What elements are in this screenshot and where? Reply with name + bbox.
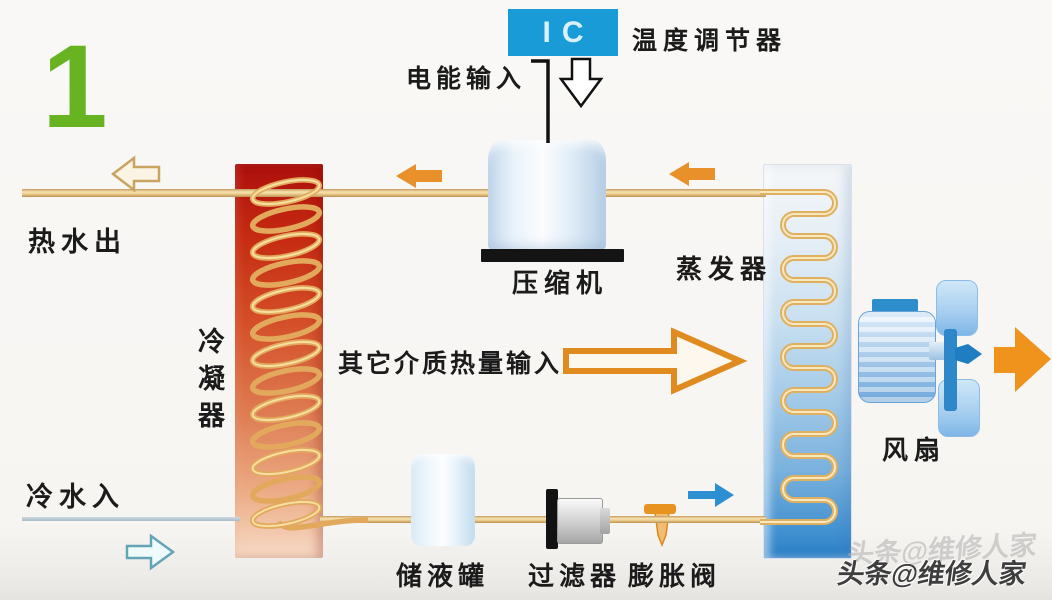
fan-label: 风扇 (882, 435, 947, 465)
ic-chip-label: IC (542, 15, 595, 49)
power-input-label: 电能输入 (406, 65, 527, 93)
expansion-valve-label: 膨胀阀 (628, 561, 722, 591)
flow-left-arrow-icon (669, 162, 715, 186)
filter-plate (546, 489, 558, 549)
refrigerant-pipe-top (22, 189, 766, 197)
filter-body (557, 498, 603, 544)
flow-left-arrow-icon (396, 164, 442, 188)
heat-input-label: 其它介质热量输入 (338, 350, 563, 378)
evaporator-panel (763, 164, 852, 559)
cold-water-in-arrow-icon (125, 533, 176, 571)
fan-hub (944, 329, 957, 411)
evaporator-coil-path (760, 189, 838, 525)
compressor-label: 压缩机 (512, 268, 609, 298)
compressor-base (481, 249, 624, 262)
evaporator-label: 蒸发器 (676, 254, 773, 284)
reservoir-label: 储液罐 (396, 561, 490, 591)
reservoir-tank (411, 454, 475, 546)
fan-motor (858, 311, 936, 403)
cold-water-pipe (22, 517, 240, 521)
fan-shaft (929, 342, 945, 360)
filter-label: 过滤器 (528, 561, 622, 591)
fan-motor-tab (872, 299, 918, 312)
condenser-coil (249, 177, 369, 531)
ic-chip: IC (508, 9, 618, 56)
fan-nose-cone (955, 344, 982, 364)
flow-right-arrow-icon (688, 483, 734, 507)
refrigerant-pipe-bottom (320, 516, 766, 523)
air-out-arrow-icon (994, 327, 1051, 392)
watermark: 头条@维修人家 (835, 559, 1029, 589)
power-down-arrow-icon (558, 57, 604, 109)
condenser-label: 冷凝器 (194, 327, 224, 438)
fan-blade-top (936, 280, 978, 336)
ic-wire (531, 59, 550, 143)
heat-input-arrow-icon (563, 327, 748, 395)
compressor-body (488, 140, 606, 250)
step-number: 1 (42, 21, 108, 153)
expansion-valve (644, 504, 676, 548)
hot-water-out-arrow-icon (110, 155, 161, 193)
cold-water-in-label: 冷水入 (26, 482, 125, 512)
evaporator-coil (760, 189, 838, 525)
controller-label: 温度调节器 (632, 27, 788, 55)
filter-outlet (600, 508, 610, 534)
hot-water-out-label: 热水出 (28, 227, 127, 257)
